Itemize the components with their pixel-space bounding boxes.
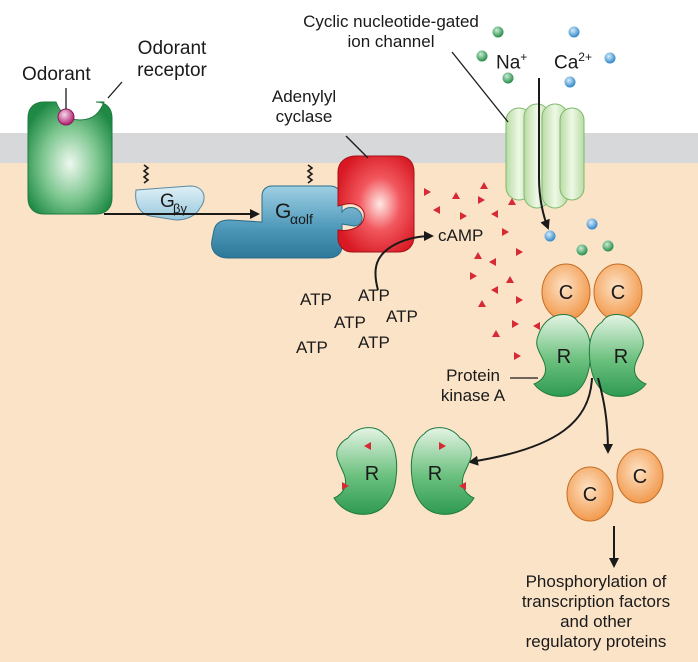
calcium-label: Ca2+ <box>554 50 592 74</box>
ca-ion-icon <box>586 218 598 230</box>
ca-ion-icon <box>564 76 576 88</box>
na-ion-icon <box>502 72 514 84</box>
odorant-receptor <box>27 101 113 215</box>
adenylyl-cyclase-label: Adenylyl cyclase <box>271 87 337 126</box>
camp-marker-icon <box>508 198 516 205</box>
free-catalytic-subunit <box>616 448 664 504</box>
atp-label: ATP <box>300 290 332 309</box>
camp-marker-icon <box>424 188 431 196</box>
g-alpha-olf-sub: αolf <box>290 211 313 227</box>
pka-regulatory-subunit <box>533 314 592 397</box>
regulatory-label: R <box>428 463 442 485</box>
free-catalytic-subunit <box>566 466 614 522</box>
pka-regulatory-subunit <box>588 314 647 397</box>
g-beta-gamma <box>135 185 205 221</box>
g-alpha-olf-label: G <box>275 200 291 223</box>
phosphorylation-label: Phosphorylation of transcription factors… <box>521 572 671 651</box>
na-ion-icon <box>602 240 614 252</box>
protein-kinase-a-label: Protein kinase A <box>440 366 506 405</box>
camp-marker-icon <box>516 248 523 256</box>
g-beta-gamma-label: G <box>160 191 175 212</box>
camp-marker-icon <box>489 258 496 266</box>
camp-marker-icon <box>491 286 498 294</box>
na-ion-icon <box>476 50 488 62</box>
regulatory-label: R <box>614 346 628 368</box>
free-regulatory-subunit <box>410 427 475 515</box>
camp-marker-icon <box>478 196 485 204</box>
regulatory-label: R <box>557 346 571 368</box>
odorant-label: Odorant <box>22 64 91 85</box>
catalytic-label: C <box>583 484 597 506</box>
channel-leader-line <box>451 51 509 123</box>
channel-label: Cyclic nucleotide-gated ion channel <box>303 12 479 51</box>
camp-marker-icon <box>478 300 486 307</box>
camp-label: cAMP <box>438 226 484 245</box>
camp-marker-icon <box>502 228 509 236</box>
catalytic-label: C <box>559 282 573 304</box>
camp-marker-icon <box>459 482 466 490</box>
camp-marker-icon <box>433 206 440 214</box>
camp-marker-icon <box>480 182 488 189</box>
camp-marker-icon <box>533 322 540 330</box>
camp-marker-icon <box>439 442 446 450</box>
g-alpha-olf <box>211 185 363 259</box>
regulatory-label: R <box>365 463 379 485</box>
ca-ion-icon <box>568 26 580 38</box>
sodium-label: Na+ <box>496 50 528 74</box>
camp-marker-icon <box>512 320 519 328</box>
camp-markers <box>424 182 540 360</box>
camp-marker-icon <box>364 442 371 450</box>
dissociation-arrow <box>468 377 593 466</box>
camp-marker-icon <box>460 212 467 220</box>
camp-marker-icon <box>470 272 477 280</box>
camp-marker-icon <box>452 192 460 199</box>
free-regulatory-subunit <box>333 427 398 515</box>
conversion-arrow <box>374 231 434 291</box>
camp-marker-icon <box>514 352 521 360</box>
atp-label: ATP <box>358 333 390 352</box>
g-beta-gamma-sub: βγ <box>173 201 187 216</box>
ca-ion-icon <box>544 230 556 242</box>
camp-marker-icon <box>506 276 514 283</box>
odorant-receptor-label: Odorant receptor <box>137 38 207 81</box>
ca-ion-icon <box>604 52 616 64</box>
ion-influx-arrow <box>538 78 550 230</box>
lipid-anchor-icon <box>306 164 314 184</box>
bound-camp-markers <box>342 442 466 490</box>
camp-marker-icon <box>491 210 498 218</box>
atp-label: ATP <box>296 338 328 357</box>
camp-marker-icon <box>516 296 523 304</box>
camp-marker-icon <box>492 330 500 337</box>
lipid-anchor-icon <box>142 164 150 184</box>
adenylyl-cyclase <box>337 155 415 253</box>
na-ion-icon <box>576 244 588 256</box>
camp-marker-icon <box>342 482 349 490</box>
na-ion-icon <box>492 26 504 38</box>
atp-label: ATP <box>386 307 418 326</box>
catalytic-label: C <box>611 282 625 304</box>
atp-label: ATP <box>358 286 390 305</box>
cng-ion-channel <box>505 103 585 209</box>
adenylyl-leader-line <box>345 135 369 159</box>
atp-label: ATP <box>334 313 366 332</box>
camp-marker-icon <box>474 252 482 259</box>
release-arrow <box>597 377 613 454</box>
catalytic-label: C <box>633 466 647 488</box>
receptor-leader-line <box>107 81 123 99</box>
odorant-molecule-icon <box>57 108 75 126</box>
